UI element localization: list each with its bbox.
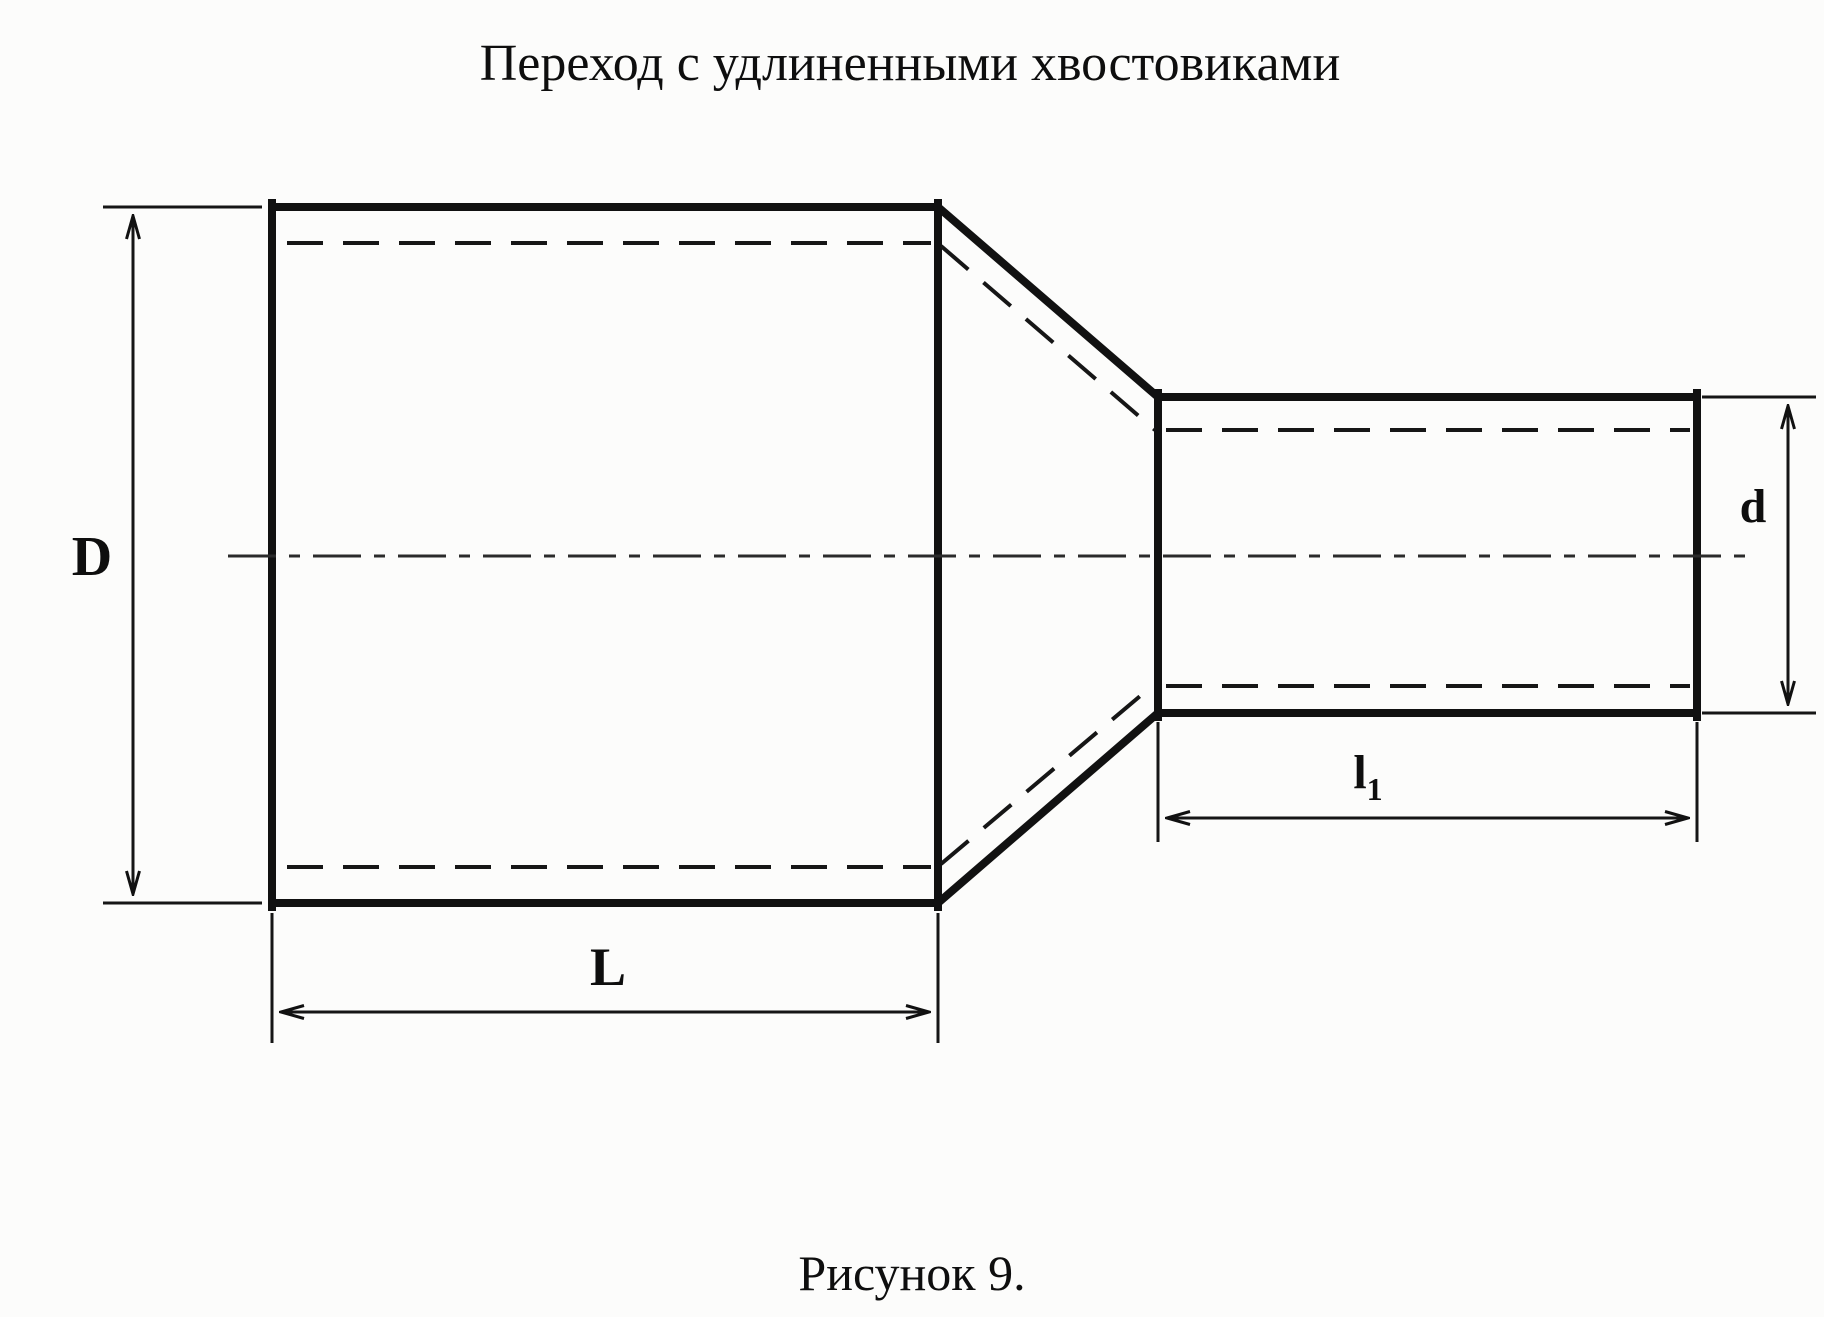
dimension-d [1702, 395, 1816, 715]
dimension-label-d: d [1740, 480, 1767, 533]
cone-bottom-edge [932, 707, 1164, 909]
figure-caption: Рисунок 9. [798, 1245, 1025, 1301]
dimension-label-l1: l1 [1353, 746, 1382, 807]
drawing-title: Переход с удлиненными хвостовиками [480, 35, 1341, 92]
inner-wall-lines [287, 241, 1690, 869]
dimension-D [103, 205, 262, 905]
cone-inner-bottom-line [939, 684, 1154, 866]
dimension-L [270, 913, 940, 1043]
dimension-label-L: L [590, 937, 626, 997]
dimension-label-l1-base: l [1353, 746, 1366, 799]
cone-inner-top-line [939, 244, 1157, 432]
dimension-label-l1-subscript: 1 [1367, 771, 1383, 807]
dimension-label-D: D [72, 526, 112, 588]
dimension-l1 [1156, 722, 1699, 842]
cone-top-edge [932, 201, 1164, 403]
